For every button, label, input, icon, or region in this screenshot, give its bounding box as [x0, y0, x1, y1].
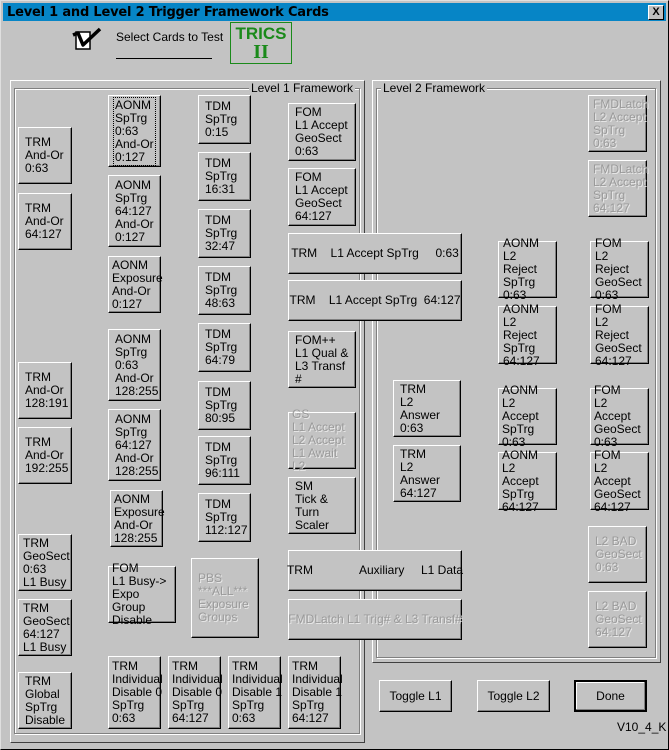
level2-group: Level 2 Framework [376, 81, 656, 658]
card-button[interactable]: TRM L2 Answer 0:63 [393, 380, 461, 437]
card-button[interactable]: TDM SpTrg 16:31 [198, 152, 251, 201]
title-bar: Level 1 and Level 2 Trigger Framework Ca… [3, 3, 666, 21]
card-button[interactable]: TRM Global SpTrg Disable [18, 672, 72, 729]
done-button[interactable]: Done [574, 680, 647, 712]
card-button[interactable]: FOM L1 Accept GeoSect 0:63 [288, 103, 356, 161]
card-button[interactable]: TRM Auxiliary L1 Data [287, 550, 463, 591]
card-button[interactable]: TDM SpTrg 80:95 [198, 381, 251, 430]
card-button[interactable]: TDM SpTrg 0:15 [198, 95, 251, 144]
level1-group: Level 1 Framework [14, 81, 360, 734]
card-button: GS L1 Accept L2 Accept L1 Await L2 [288, 408, 356, 473]
card-button[interactable]: TRM Individual Disable 1 SpTrg 0:63 [228, 656, 283, 729]
card-button[interactable]: AONM L2 Reject SpTrg 64:127 [498, 302, 557, 367]
close-button[interactable]: X [648, 5, 664, 20]
version-label: V10_4_K [617, 720, 667, 734]
card-button[interactable]: AONM L2 Reject SpTrg 0:63 [498, 237, 557, 302]
card-button[interactable]: TRM Individual Disable 0 SpTrg 0:63 [108, 656, 163, 729]
level2-panel [372, 80, 661, 663]
card-button: PBS ***ALL*** Exposure Groups [191, 558, 259, 638]
card-button[interactable]: TDM SpTrg 112:127 [198, 493, 251, 542]
card-button[interactable]: AONM SpTrg 64:127 And-Or 0:127 [108, 175, 161, 247]
card-button[interactable]: TRM GeoSect 0:63 L1 Busy [18, 534, 72, 591]
card-button[interactable]: AONM Exposure And-Or 0:127 [108, 256, 163, 313]
card-button[interactable]: AONM Exposure And-Or 128:255 [110, 490, 165, 547]
card-button: FMDLatch L2 Accept SpTrg 0:63 [588, 95, 648, 152]
card-button[interactable]: TRM And-Or 0:63 [18, 127, 72, 184]
card-button[interactable]: TRM Individual Disable 1 SpTrg 64:127 [288, 656, 343, 729]
level1-panel [10, 80, 365, 743]
toggle-l2-button[interactable]: Toggle L2 [477, 680, 550, 712]
card-button[interactable]: FOM L2 Reject GeoSect 0:63 [590, 237, 649, 302]
card-button[interactable]: TRM GeoSect 64:127 L1 Busy [18, 599, 72, 656]
card-button[interactable]: TDM SpTrg 48:63 [198, 266, 251, 315]
card-button[interactable]: AONM SpTrg 0:63 And-Or 128:255 [108, 329, 161, 401]
card-button[interactable]: AONM L2 Accept SpTrg 0:63 [498, 384, 557, 449]
card-button[interactable]: TDM SpTrg 64:79 [198, 323, 251, 372]
level2-group-label: Level 2 Framework [381, 81, 488, 95]
card-button: L2 BAD GeoSect 64:127 [588, 591, 647, 648]
card-button[interactable]: TRM And-Or 192:255 [18, 427, 72, 484]
logo-text: TRICS [235, 24, 287, 43]
card-button[interactable]: FOM L2 Accept GeoSect 64:127 [590, 448, 649, 513]
window-title: Level 1 and Level 2 Trigger Framework Ca… [7, 5, 329, 20]
card-button[interactable]: TRM And-Or 64:127 [18, 193, 72, 250]
trics-logo: TRICS II [230, 22, 292, 64]
card-button[interactable]: TRM And-Or 128:191 [18, 362, 72, 419]
card-button[interactable]: FOM L1 Accept GeoSect 64:127 [288, 168, 356, 226]
toggle-l1-button[interactable]: Toggle L1 [379, 680, 452, 712]
card-button: FMDLatch L1 Trig# & L3 Transf# [288, 599, 462, 640]
card-button[interactable]: FOM L2 Accept GeoSect 0:63 [590, 384, 649, 449]
logo-numeral: II [253, 41, 269, 63]
checkmark-icon [72, 27, 102, 50]
underline-divider [116, 58, 212, 59]
card-button-label: AONM SpTrg 0:63 And-Or 0:127 [113, 96, 156, 166]
card-button[interactable]: TRM L1 Accept SpTrg 0:63 [288, 233, 462, 274]
card-button[interactable]: TRM L1 Accept SpTrg 64:127 [288, 280, 462, 321]
card-button: L2 BAD GeoSect 0:63 [588, 526, 647, 583]
select-cards-label: Select Cards to Test [116, 30, 224, 44]
card-button[interactable]: SM Tick & Turn Scaler [288, 477, 356, 534]
card-button[interactable]: TDM SpTrg 32:47 [198, 209, 251, 258]
card-button[interactable]: TRM L2 Answer 64:127 [393, 445, 461, 502]
card-button[interactable]: TDM SpTrg 96:111 [198, 436, 251, 485]
card-button[interactable]: AONM SpTrg 0:63 And-Or 0:127 [108, 95, 161, 167]
card-button[interactable]: FOM L1 Busy-> Expo Group Disable [108, 562, 176, 627]
card-button[interactable]: AONM SpTrg 64:127 And-Or 128:255 [108, 409, 161, 481]
card-button[interactable]: FOM++ L1 Qual & L3 Transf # [288, 331, 356, 388]
card-button[interactable]: TRM Individual Disable 0 SpTrg 64:127 [168, 656, 223, 729]
card-button[interactable]: AONM L2 Accept SpTrg 64:127 [498, 448, 557, 513]
card-button[interactable]: FOM L2 Reject GeoSect 64:127 [590, 302, 649, 367]
card-button: FMDLatch L2 Accept SpTrg 64:127 [588, 160, 648, 217]
level1-group-label: Level 1 Framework [248, 81, 355, 95]
